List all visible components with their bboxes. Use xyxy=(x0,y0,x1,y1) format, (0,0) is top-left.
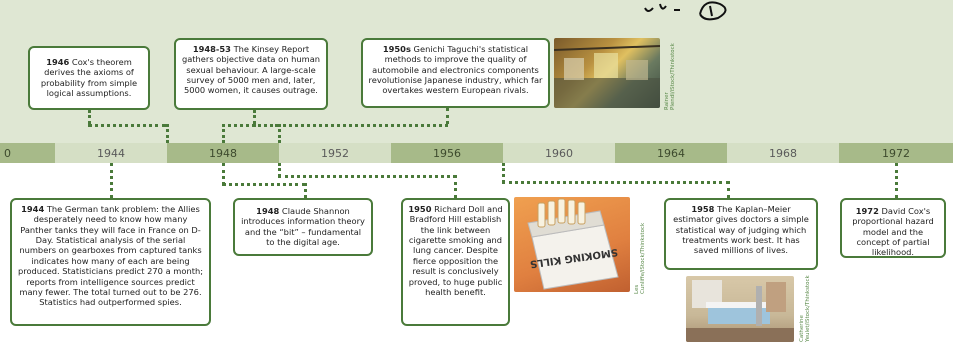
event-year: 1944 xyxy=(21,204,45,214)
connector xyxy=(88,124,166,127)
event-text: Cox's theorem derives the axioms of prob… xyxy=(40,57,138,99)
connector xyxy=(454,175,457,198)
factory-photo xyxy=(554,38,660,108)
event-1950s: 1950s Genichi Taguchi's statistical meth… xyxy=(361,38,550,108)
hospital-bed-photo xyxy=(686,276,794,342)
event-year: 1948-53 xyxy=(192,44,231,54)
axis-label: 1960 xyxy=(503,143,615,163)
event-year: 1948 xyxy=(256,206,280,216)
axis-label: 1944 xyxy=(55,143,167,163)
axis-label: 1952 xyxy=(279,143,391,163)
connector xyxy=(110,163,113,198)
event-text: Claude Shannon introduces information th… xyxy=(241,206,365,248)
event-1948-53: 1948-53 The Kinsey Report gathers object… xyxy=(174,38,328,110)
axis-label: 0 xyxy=(0,143,55,163)
connector xyxy=(727,181,730,198)
event-1944: 1944 The German tank problem: the Allies… xyxy=(10,198,211,326)
connector xyxy=(222,124,255,127)
connector xyxy=(278,163,281,177)
event-1946: 1946 Cox's theorem derives the axioms of… xyxy=(28,46,150,110)
connector xyxy=(253,124,278,127)
photo-credit: Catherine Yeulet/iStock/Thinkstock xyxy=(799,275,812,342)
connector xyxy=(502,163,505,183)
axis-label: 1956 xyxy=(391,143,503,163)
axis-label: 1964 xyxy=(615,143,727,163)
photo-credit: Rainer Plendl/iStock/Thinkstock xyxy=(664,43,677,110)
event-text: The German tank problem: the Allies desp… xyxy=(17,204,204,308)
connector xyxy=(895,163,898,198)
event-year: 1950s xyxy=(382,44,411,54)
connector xyxy=(278,124,448,127)
event-text: Genichi Taguchi's statistical methods to… xyxy=(368,44,543,96)
connector xyxy=(502,181,729,184)
event-text: Richard Doll and Bradford Hill establish… xyxy=(408,204,503,297)
event-text: The Kaplan–Meier estimator gives doctors… xyxy=(673,204,809,256)
event-text: David Cox's proportional hazard model an… xyxy=(852,206,934,258)
connector xyxy=(278,124,281,143)
connector xyxy=(166,124,169,143)
handwritten-scribble xyxy=(644,1,727,21)
event-1958: 1958 The Kaplan–Meier estimator gives do… xyxy=(664,198,818,270)
axis-label: 1972 xyxy=(839,143,953,163)
connector xyxy=(222,163,225,185)
event-1950: 1950 Richard Doll and Bradford Hill esta… xyxy=(401,198,510,326)
connector xyxy=(88,110,91,124)
event-year: 1972 xyxy=(855,206,879,216)
connector xyxy=(278,175,456,178)
connector xyxy=(304,183,307,198)
axis-label: 1968 xyxy=(727,143,839,163)
cigarette-pack-photo: SMOKING KILLS xyxy=(514,197,630,292)
event-year: 1958 xyxy=(691,204,715,214)
event-text: The Kinsey Report gathers objective data… xyxy=(181,44,321,96)
photo-credit: Les Cunliffe/iStock/Thinkstock xyxy=(634,222,647,294)
connector xyxy=(446,108,449,124)
connector xyxy=(222,183,306,186)
event-1948: 1948 Claude Shannon introduces informati… xyxy=(233,198,373,256)
event-year: 1950 xyxy=(408,204,432,214)
connector xyxy=(253,110,256,124)
event-year: 1946 xyxy=(46,57,70,67)
connector xyxy=(222,124,225,143)
axis-label: 1948 xyxy=(167,143,279,163)
event-1972: 1972 David Cox's proportional hazard mod… xyxy=(840,198,946,258)
